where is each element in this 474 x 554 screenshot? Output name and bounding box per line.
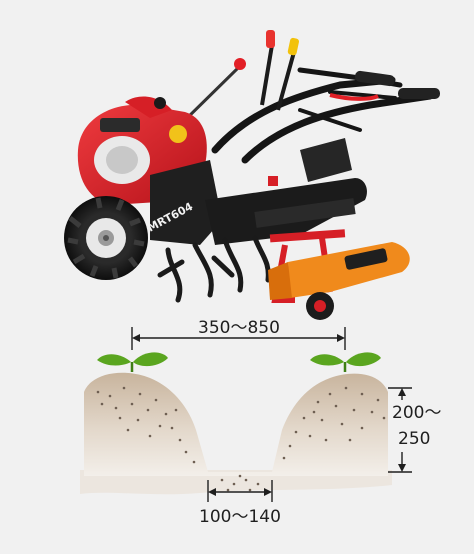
ridger-attachment: [288, 242, 410, 298]
red-knob: [266, 30, 275, 48]
cultivator-machine: MRT604: [64, 30, 440, 320]
brand-emblem: [169, 125, 187, 143]
ridge-diagram: 350〜850 200〜 250 100〜140: [80, 316, 450, 527]
gear-stalk: [260, 44, 274, 106]
ground-base: [80, 470, 392, 495]
fuel-cap: [154, 97, 166, 109]
left-sprout: [97, 352, 168, 372]
rear-flap: [300, 138, 352, 182]
top-width-label: 350〜850: [198, 318, 280, 338]
gear-stalk-2: [276, 51, 296, 111]
right-sprout: [310, 352, 381, 372]
bottom-width-dimension: [207, 480, 273, 502]
ridger-bracket: [344, 248, 388, 270]
left-grip: [355, 70, 395, 87]
stand-leg: [271, 244, 295, 303]
depth-label-line2: 250: [398, 429, 430, 449]
soil-speckles: [96, 386, 386, 492]
bottom-width-label: 100〜140: [199, 507, 281, 527]
transmission-case: [150, 160, 222, 245]
right-grip: [398, 88, 440, 99]
throttle-knob: [234, 58, 246, 70]
yellow-knob: [287, 37, 299, 56]
depth-label-line1: 200〜: [392, 403, 441, 423]
top-width-dimension: [131, 327, 346, 350]
air-cleaner: [100, 118, 140, 132]
soil-ridges: [84, 372, 388, 476]
frame-beam: [269, 229, 346, 243]
rotary-tines: [157, 235, 271, 303]
cover-latch: [268, 176, 278, 186]
clutch-lever: [329, 93, 379, 101]
drive-wheel: [64, 196, 148, 280]
